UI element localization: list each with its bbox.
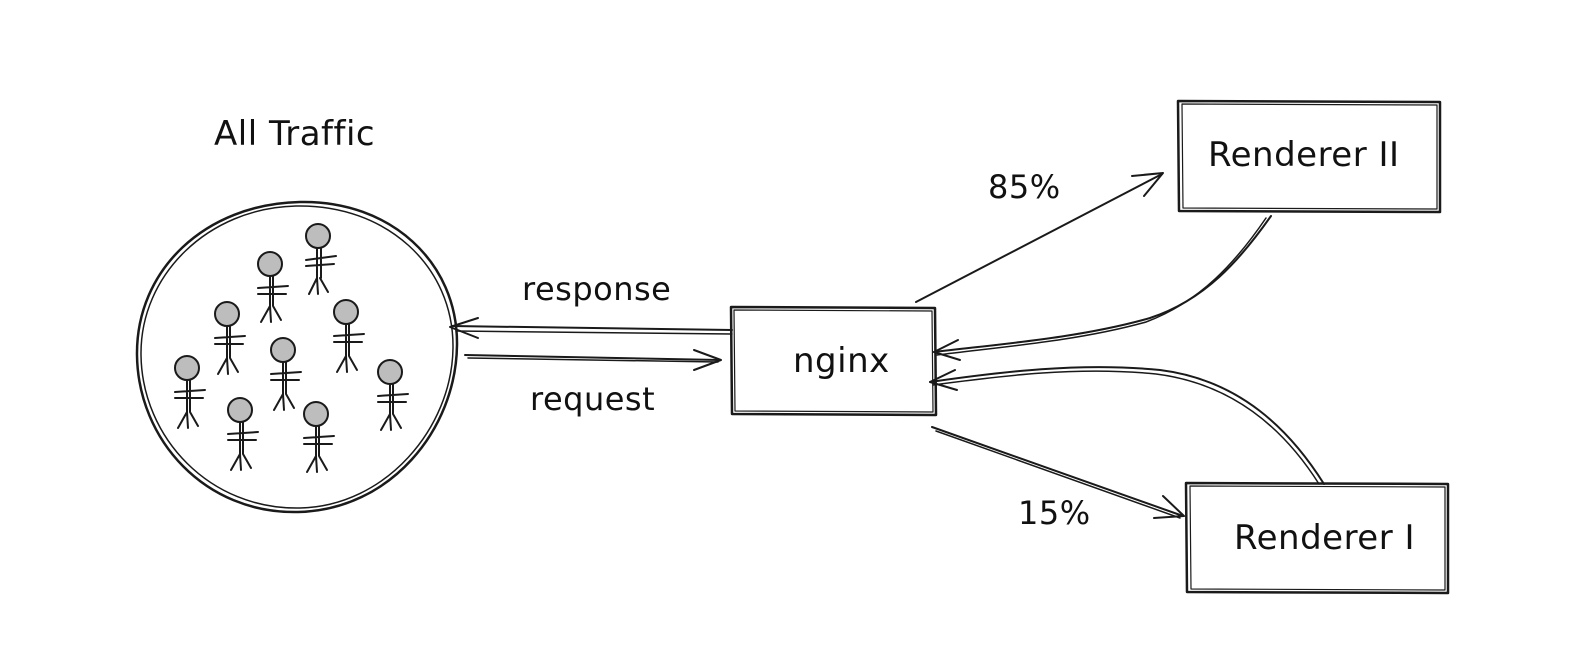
- renderer-i-box: [1184, 481, 1450, 595]
- percent-85-label: 85%: [988, 168, 1061, 206]
- response-label: response: [522, 270, 671, 308]
- user-icon: [257, 251, 289, 323]
- nginx-box: [729, 305, 938, 417]
- renderer-ii-label: Renderer II: [1208, 135, 1400, 175]
- user-icon: [333, 299, 365, 373]
- nginx-label: nginx: [793, 341, 890, 381]
- user-icon: [270, 337, 302, 411]
- traffic-circle: [135, 200, 459, 514]
- users-crowd: [174, 223, 409, 473]
- request-label: request: [530, 380, 655, 418]
- response-arrow: [449, 317, 733, 339]
- user-icon: [174, 355, 206, 429]
- renderer-ii-box: [1176, 99, 1442, 214]
- user-icon: [214, 301, 246, 375]
- all-traffic-label: All Traffic: [214, 114, 375, 154]
- user-icon: [377, 359, 409, 431]
- user-icon: [303, 401, 335, 473]
- renderer-i-return-arrow: [929, 366, 1325, 485]
- renderer-ii-return-arrow: [933, 215, 1272, 361]
- user-icon: [305, 223, 337, 295]
- request-arrow: [464, 349, 722, 371]
- split-arrow-85: [915, 172, 1164, 303]
- user-icon: [227, 397, 259, 471]
- renderer-i-label: Renderer I: [1234, 518, 1415, 558]
- split-arrow-15: [931, 426, 1185, 519]
- percent-15-label: 15%: [1018, 494, 1091, 532]
